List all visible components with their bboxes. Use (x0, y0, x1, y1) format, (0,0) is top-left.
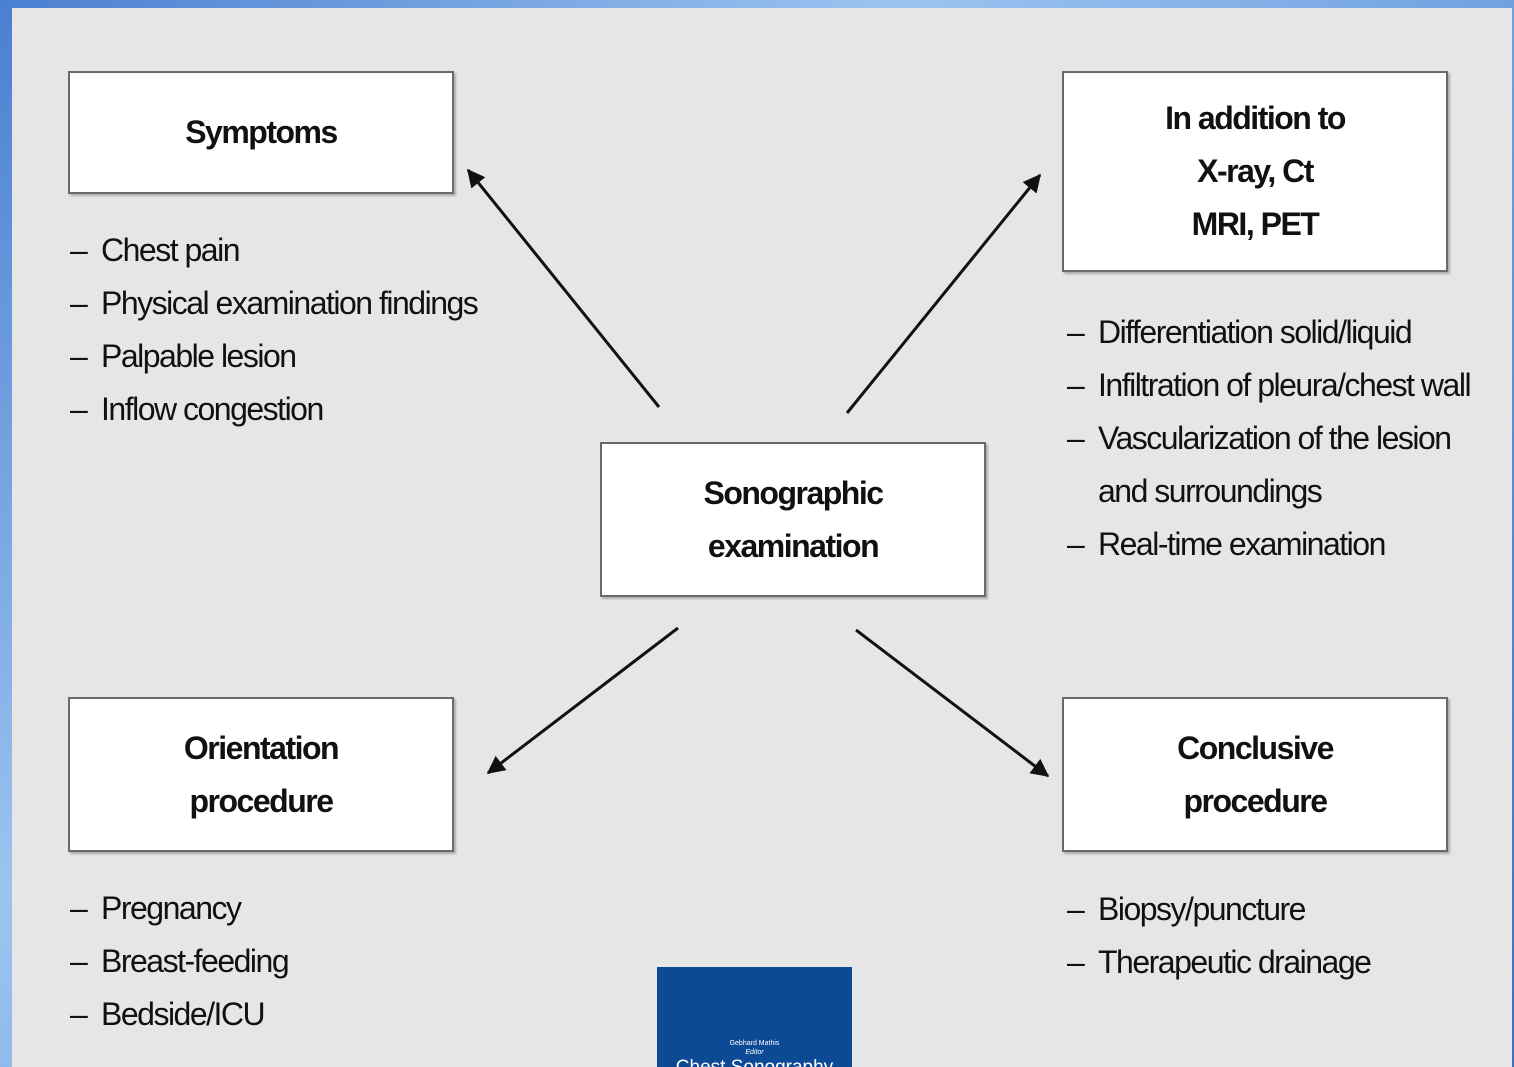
list-item: Chest pain (70, 224, 477, 277)
list-item: Real-time examination (1067, 518, 1470, 571)
list-item: Infiltration of pleura/chest wall (1067, 359, 1472, 412)
list-item: Breast-feeding (70, 935, 290, 988)
list-item: Differentiation solid/liquid (1067, 306, 1470, 359)
list-item: Inflow congestion (70, 383, 477, 436)
arrow-to-addition (845, 173, 1042, 414)
addition-title-line: In addition to (1165, 100, 1346, 136)
list-item: Therapeutic drainage (1067, 936, 1372, 989)
orientation-list: Pregnancy Breast-feeding Bedside/ICU (70, 882, 290, 1041)
center-title-line: examination (707, 527, 880, 564)
book-editor-name: Gebhard Mathis (729, 1040, 780, 1047)
list-item: Biopsy/puncture (1067, 883, 1370, 936)
list-item: Palpable lesion (70, 330, 477, 383)
addition-list: Differentiation solid/liquid Infiltratio… (1067, 306, 1472, 571)
arrow-to-symptoms (466, 168, 661, 408)
center-title-line: Sonographic (703, 474, 884, 511)
book-cover-thumbnail: Gebhard Mathis Editor Chest Sonography (657, 967, 852, 1067)
conclusive-title-line: procedure (1183, 782, 1328, 819)
list-item: Vascularization of the lesion (1067, 412, 1470, 465)
symptoms-title: Symptoms (185, 114, 338, 150)
addition-title-line: X-ray, Ct (1197, 153, 1314, 189)
addition-box: In addition to X-ray, Ct MRI, PET (1062, 71, 1448, 272)
orientation-box: Orientation procedure (68, 697, 454, 852)
center-box: Sonographic examination (600, 442, 986, 597)
book-editor-role: Editor (745, 1049, 764, 1056)
list-item: and surroundings (1098, 473, 1323, 509)
conclusive-list: Biopsy/puncture Therapeutic drainage (1067, 883, 1372, 989)
orientation-title-line: Orientation (183, 729, 340, 766)
symptoms-list: Chest pain Physical examination findings… (70, 224, 479, 436)
conclusive-title-line: Conclusive (1177, 729, 1334, 766)
addition-title-line: MRI, PET (1191, 206, 1320, 242)
list-item: Pregnancy (70, 882, 288, 935)
list-item: Bedside/ICU (70, 988, 288, 1041)
arrow-to-orientation (486, 626, 679, 775)
conclusive-box: Conclusive procedure (1062, 697, 1448, 852)
symptoms-box: Symptoms (68, 71, 454, 194)
list-item: Physical examination findings (70, 277, 479, 330)
book-title: Chest Sonography (657, 1057, 852, 1067)
arrow-to-conclusive (855, 628, 1050, 778)
orientation-title-line: procedure (189, 782, 334, 819)
